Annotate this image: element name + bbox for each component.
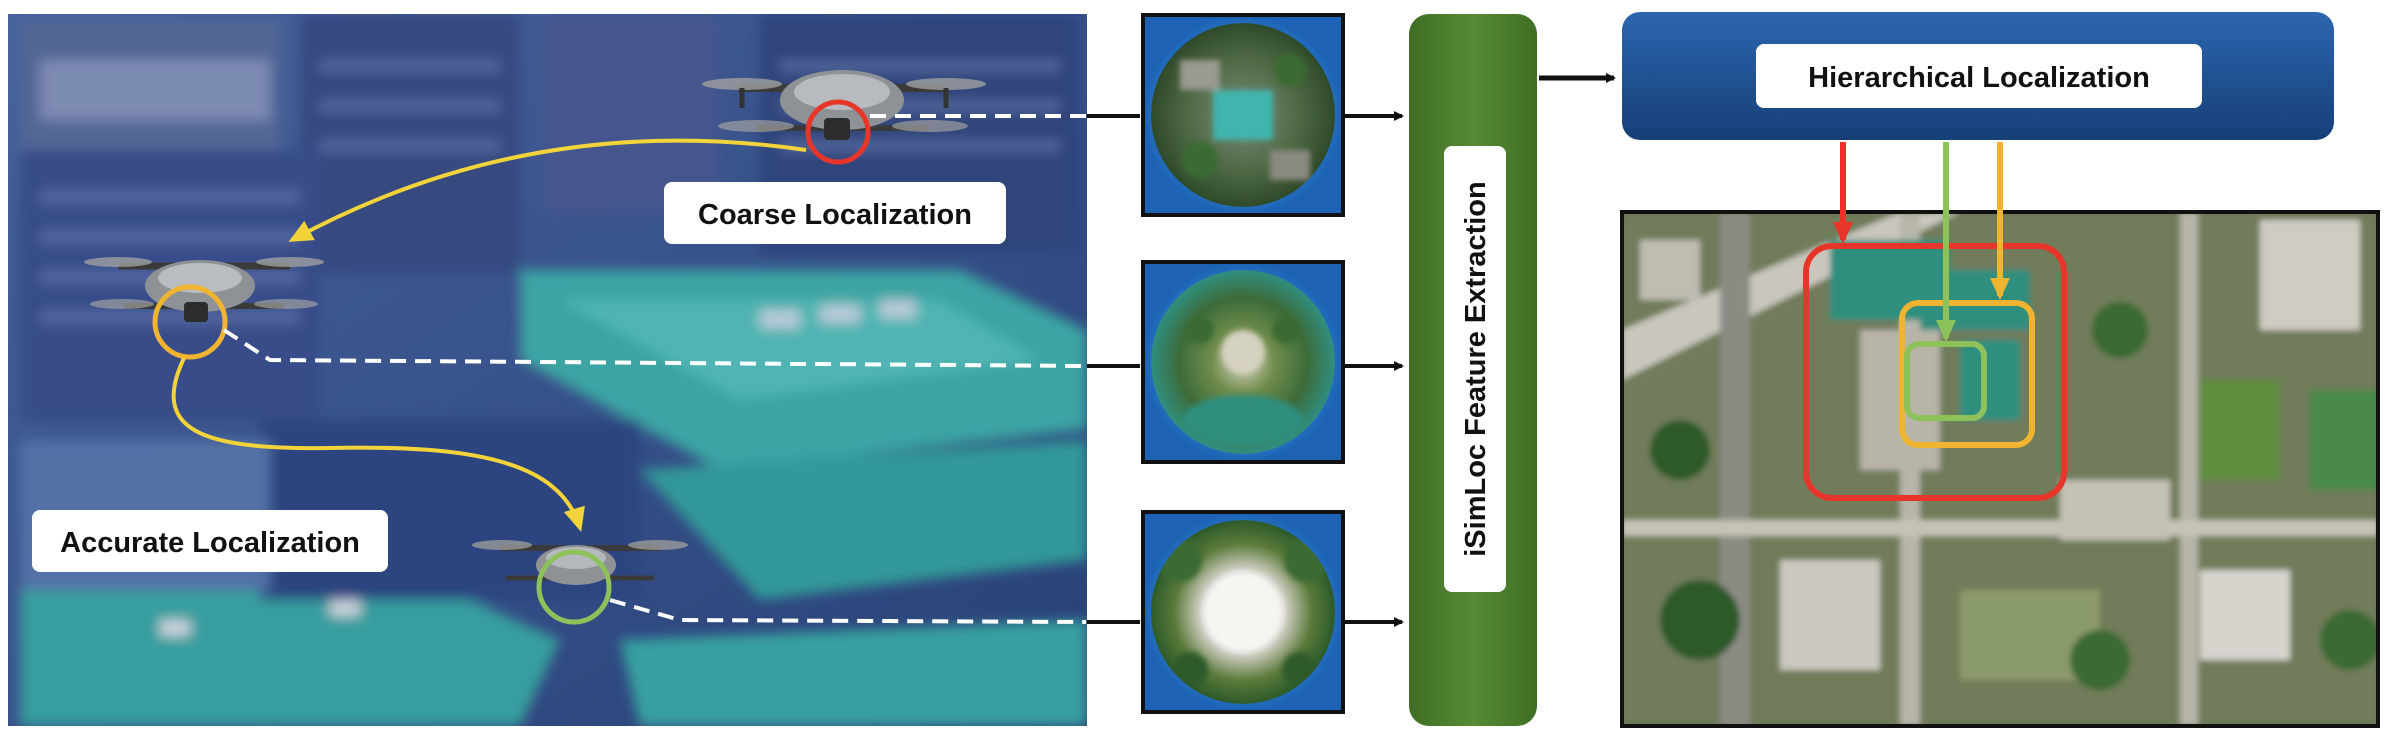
accurate-drone-marker [536,549,612,625]
trajectory-arrow-coarse-to-medium [288,138,807,242]
medium-drone-marker [152,284,228,360]
dashed-link-medium [222,328,1087,368]
spherical-panorama-coarse [1141,13,1345,217]
accurate-localization-label: Accurate Localization [32,510,388,572]
coarse-drone-marker [805,99,871,165]
feature-extraction-block: iSimLoc Feature Extraction [1409,14,1537,726]
hierarchical-localization-block: Hierarchical Localization [1622,12,2334,140]
spherical-panorama-medium [1141,260,1345,464]
svg-text:Accurate Localization: Accurate Localization [60,527,360,559]
aerial-city-scene [8,14,1087,726]
coarse-region-box [1803,243,2067,501]
medium-region-box [1899,300,2035,448]
spherical-panorama-accurate [1141,510,1345,714]
svg-text:iSimLoc Feature Extraction: iSimLoc Feature Extraction [1460,181,1492,557]
coarse-localization-label: Coarse Localization [664,182,1006,244]
trajectory-arrow-medium-to-accurate [171,357,585,532]
svg-text:Coarse Localization: Coarse Localization [698,199,972,231]
svg-text:Hierarchical Localization: Hierarchical Localization [1808,62,2150,94]
accurate-region-box [1904,341,1987,421]
